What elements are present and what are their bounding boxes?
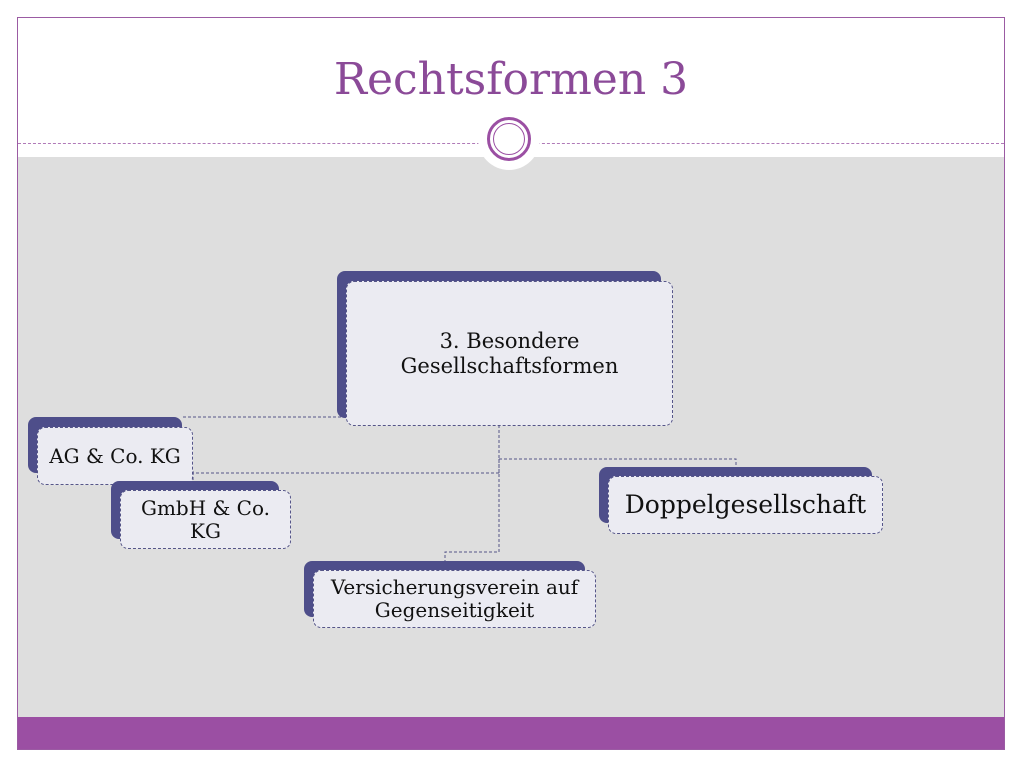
- root-node-label: 3. Besondere Gesellschaftsformen: [346, 281, 673, 426]
- footer-bar: [18, 717, 1004, 749]
- node-label-gmbh-co-kg: GmbH & Co. KG: [120, 490, 291, 549]
- slide: Rechtsformen 3 3. Besondere Gesellschaft…: [17, 17, 1005, 750]
- ornament-inner-ring-icon: [493, 123, 525, 155]
- node-label-versicherungsverein: Versicherungsverein auf Gegenseitigkeit: [313, 570, 596, 628]
- node-label-doppelgesellschaft: Doppelgesellschaft: [608, 476, 883, 534]
- node-label-ag-co-kg: AG & Co. KG: [37, 427, 193, 485]
- slide-title: Rechtsformen 3: [333, 54, 689, 105]
